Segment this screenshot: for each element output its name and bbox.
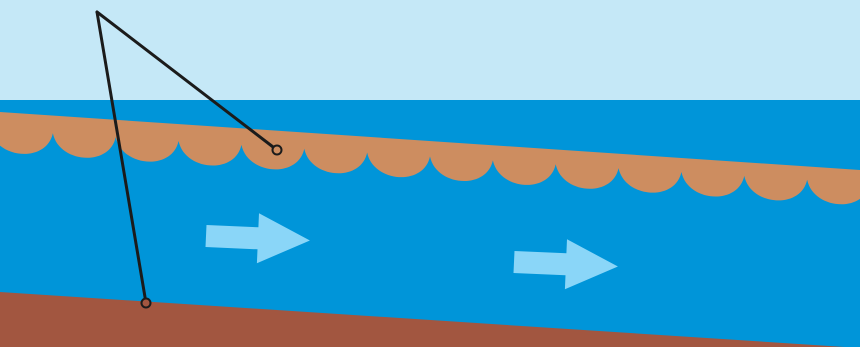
seabed-endpoint-icon (140, 297, 152, 309)
ice-endpoint-icon (271, 144, 283, 156)
line-to-ice-point (95, 10, 279, 152)
current-arrow-icon (513, 239, 618, 290)
seabed (0, 292, 845, 347)
ice-shelf (0, 112, 860, 205)
current-arrow-icon (205, 213, 310, 264)
line-to-seabed-point (95, 10, 148, 305)
